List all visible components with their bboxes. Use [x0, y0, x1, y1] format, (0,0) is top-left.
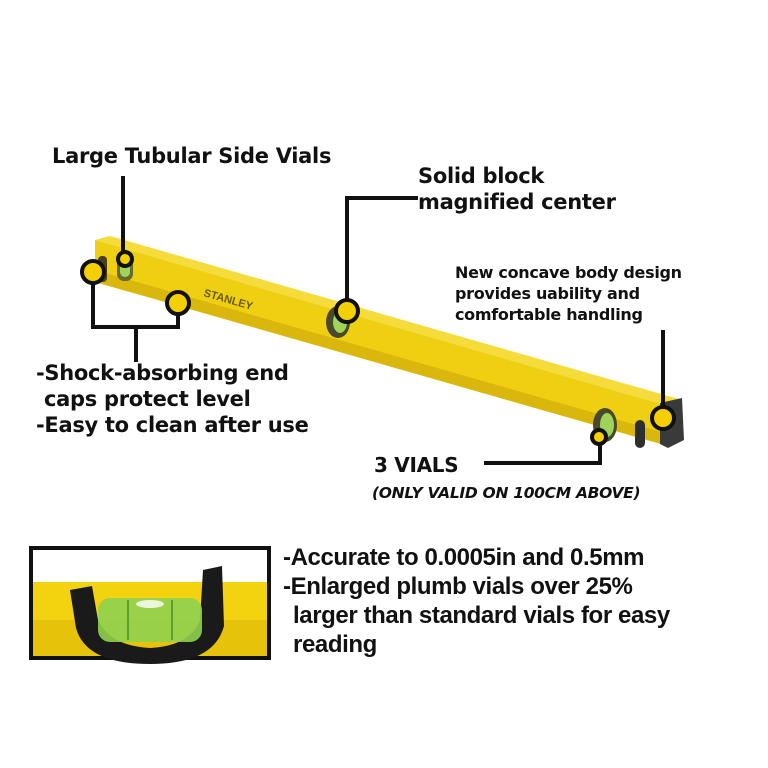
callout-dot-body	[165, 290, 191, 316]
label-vials-note: (ONLY VALID ON 100CM ABOVE)	[372, 484, 641, 502]
vials-leader	[484, 437, 602, 465]
spec-plumb-vials-end: reading	[293, 631, 377, 658]
callout-dot-concave	[650, 405, 676, 431]
spec-list: -Accurate to 0.0005in and 0.5mm -Enlarge…	[283, 543, 670, 659]
level-top-face	[95, 236, 682, 406]
level-shadow	[95, 270, 668, 446]
spirit-level: STANLEY	[95, 236, 684, 448]
label-concave-line-3: comfortable handling	[455, 305, 643, 324]
inset-vial-glass	[98, 598, 202, 642]
vial-closeup-inset	[29, 546, 271, 664]
label-center-vial: Solid block magnified center	[418, 163, 616, 215]
label-center-line-2: magnified center	[418, 190, 616, 214]
spec-plumb-vials: -Enlarged plumb vials over 25%	[283, 573, 633, 600]
callout-dot-side-vial	[116, 250, 134, 268]
label-center-line-1: Solid block	[418, 164, 545, 188]
callout-markers	[80, 250, 676, 446]
label-three-vials: 3 VIALS	[374, 453, 459, 477]
spec-accuracy: -Accurate to 0.0005in and 0.5mm	[283, 544, 645, 571]
center-leader	[345, 196, 418, 308]
label-shock-line-3: -Easy to clean after use	[36, 413, 309, 437]
label-concave-line-2: provides uability and	[455, 284, 640, 303]
label-shock-absorbing: -Shock-absorbing end caps protect level …	[36, 360, 309, 438]
spec-plumb-vials-cont: larger than standard vials for easy	[293, 602, 670, 629]
callout-dot-vials	[590, 428, 608, 446]
right-handle-slot	[635, 420, 645, 448]
label-side-vials: Large Tubular Side Vials	[52, 144, 332, 168]
inset-vial-bubble	[136, 600, 164, 608]
label-concave-line-1: New concave body design	[455, 263, 682, 282]
label-shock-line-1: -Shock-absorbing end	[36, 361, 289, 385]
label-shock-line-2: caps protect level	[44, 387, 251, 411]
callout-dot-center	[334, 298, 360, 324]
label-concave-body: New concave body design provides uabilit…	[455, 262, 682, 325]
callout-dot-endcap	[80, 259, 106, 285]
